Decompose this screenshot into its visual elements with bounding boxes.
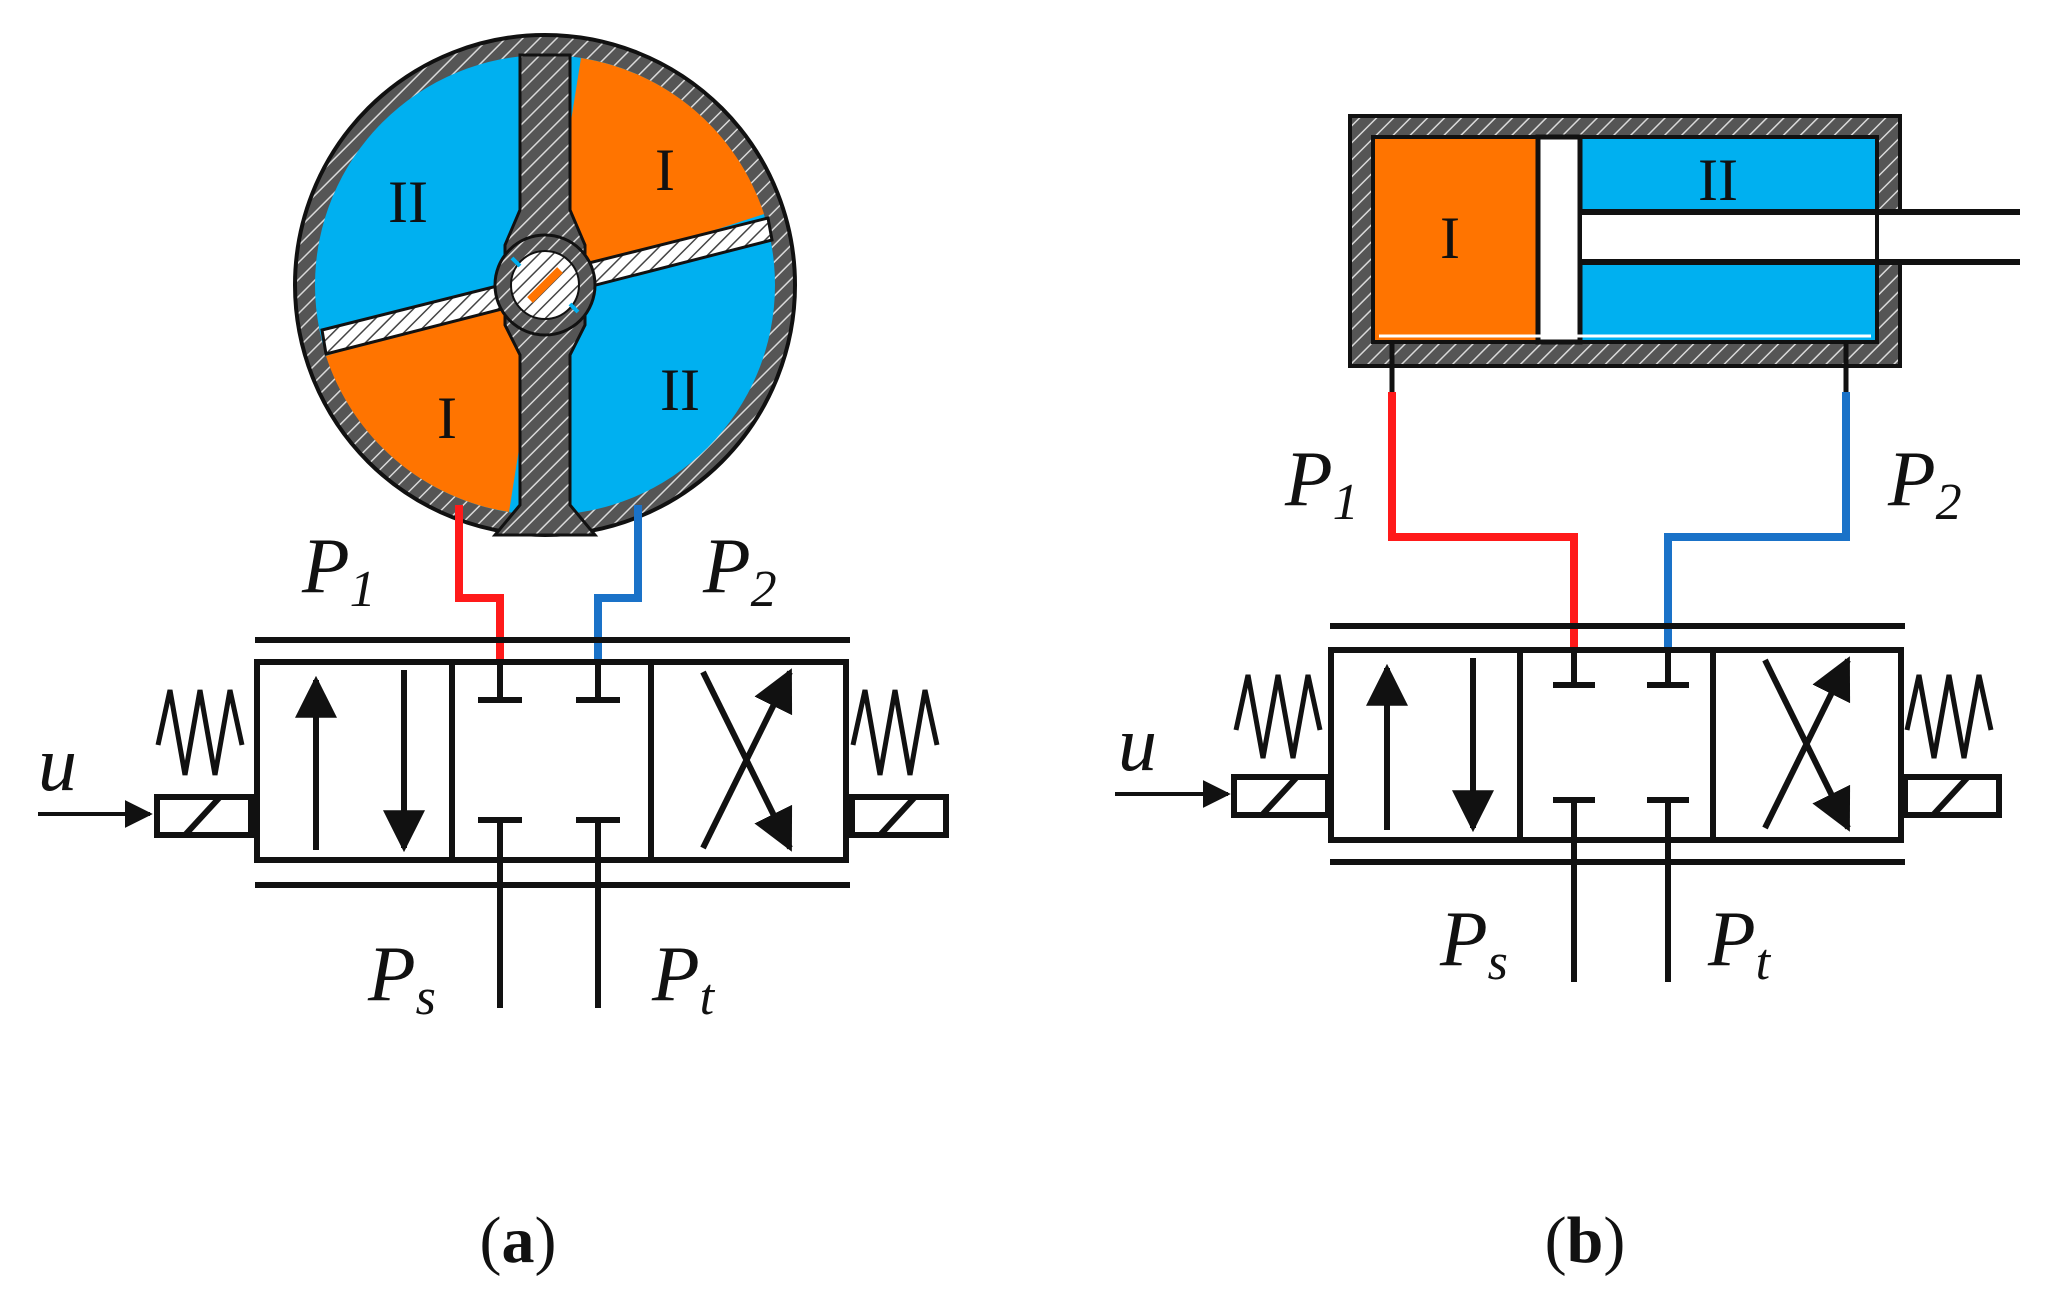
caption-a: (a) [480,1204,557,1277]
piston [1535,134,1583,345]
line-p1 [1388,392,1578,650]
input-u-label: u [38,720,77,807]
chamber-one [1371,135,1540,344]
hub-blue-passage [510,256,522,268]
port-ps-label: Ps [367,930,436,1026]
port-pt-label: Pt [651,930,716,1026]
line-p2 [594,505,642,665]
chamber-one-lower [326,285,545,512]
hub-orange-passage [527,267,563,303]
port-p2-label: P2 [1887,435,1962,531]
line-p1 [455,505,504,665]
linear-actuator: I II [1348,114,2020,368]
rotary-actuator: II I I II [293,33,797,537]
chamber-two-label: II [388,169,428,235]
hub-blue-passage-2 [568,302,580,314]
chamber-one-upper [545,58,764,285]
chamber-two-label: II [660,357,700,423]
servo-valve [1115,623,2002,982]
port-p1-label: P1 [1284,435,1359,531]
servo-valve [38,637,949,1008]
chamber-one-label: I [437,385,457,451]
chamber-one-label: I [655,137,675,203]
port-p1-label: P1 [301,522,376,618]
port-ps-label: Ps [1439,895,1508,991]
port-pt-label: Pt [1707,895,1772,991]
panel-a: II I I II P1 P2 [38,33,949,1277]
input-u-label: u [1118,700,1157,787]
panel-b: I II P1 P2 [1115,114,2020,1277]
chamber-two-label: II [1698,147,1738,213]
chamber-one-label: I [1440,205,1460,271]
line-p2 [1664,392,1850,650]
port-p2-label: P2 [702,522,777,618]
caption-b: (b) [1545,1204,1626,1277]
piston-rod [1580,212,2020,262]
